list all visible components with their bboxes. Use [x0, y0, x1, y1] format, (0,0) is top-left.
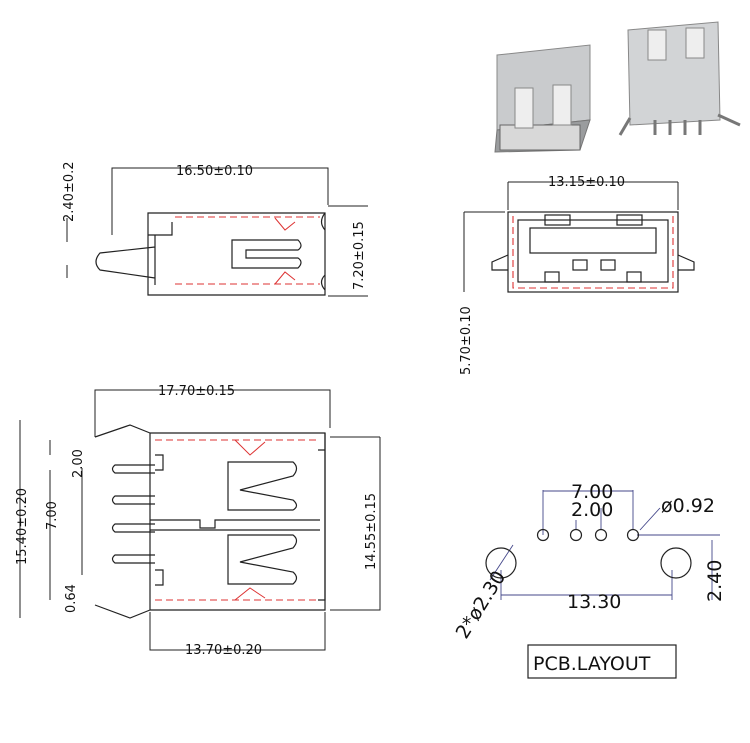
top-pitch-dim: 2.00 — [71, 449, 86, 478]
front-width-dim: 13.15±0.10 — [548, 175, 625, 190]
side-view: 16.50±0.10 2.40±0.2 7.20±0.15 — [62, 161, 368, 297]
pcb-pin-hole-dim: ø0.92 — [661, 495, 715, 517]
top-overall-width-dim: 15.40±0.20 — [15, 488, 30, 565]
side-height-dim: 7.20±0.15 — [352, 221, 367, 290]
top-length-dim: 17.70±0.15 — [158, 384, 235, 399]
top-view: 17.70±0.15 15.40±0.20 2.00 7.00 0.64 14.… — [15, 384, 381, 658]
top-body-width-dim: 14.55±0.15 — [364, 493, 379, 570]
side-pin-offset-dim: 2.40±0.2 — [62, 161, 77, 222]
pcb-layout: 7.00 2.00 ø0.92 13.30 2.40 2*ø2.30 PCB.L… — [452, 481, 726, 679]
top-body-length-dim: 13.70±0.20 — [185, 643, 262, 658]
top-span-dim: 7.00 — [45, 501, 60, 530]
pcb-mount-hole-dim: 2*ø2.30 — [452, 567, 511, 643]
front-view: 13.15±0.10 5.70±0.10 — [459, 175, 695, 375]
top-pin-width-dim: 0.64 — [64, 584, 79, 613]
pcb-pin-span-dim: 7.00 — [571, 481, 613, 503]
side-length-dim: 16.50±0.10 — [176, 164, 253, 179]
pcb-pin-pitch-dim: 2.00 — [571, 499, 613, 521]
pcb-layout-title: PCB.LAYOUT — [533, 653, 651, 675]
front-height-dim: 5.70±0.10 — [459, 306, 474, 375]
pcb-mount-span-dim: 13.30 — [567, 591, 621, 613]
pcb-mount-offset-dim: 2.40 — [704, 560, 726, 602]
product-photo — [494, 21, 741, 153]
